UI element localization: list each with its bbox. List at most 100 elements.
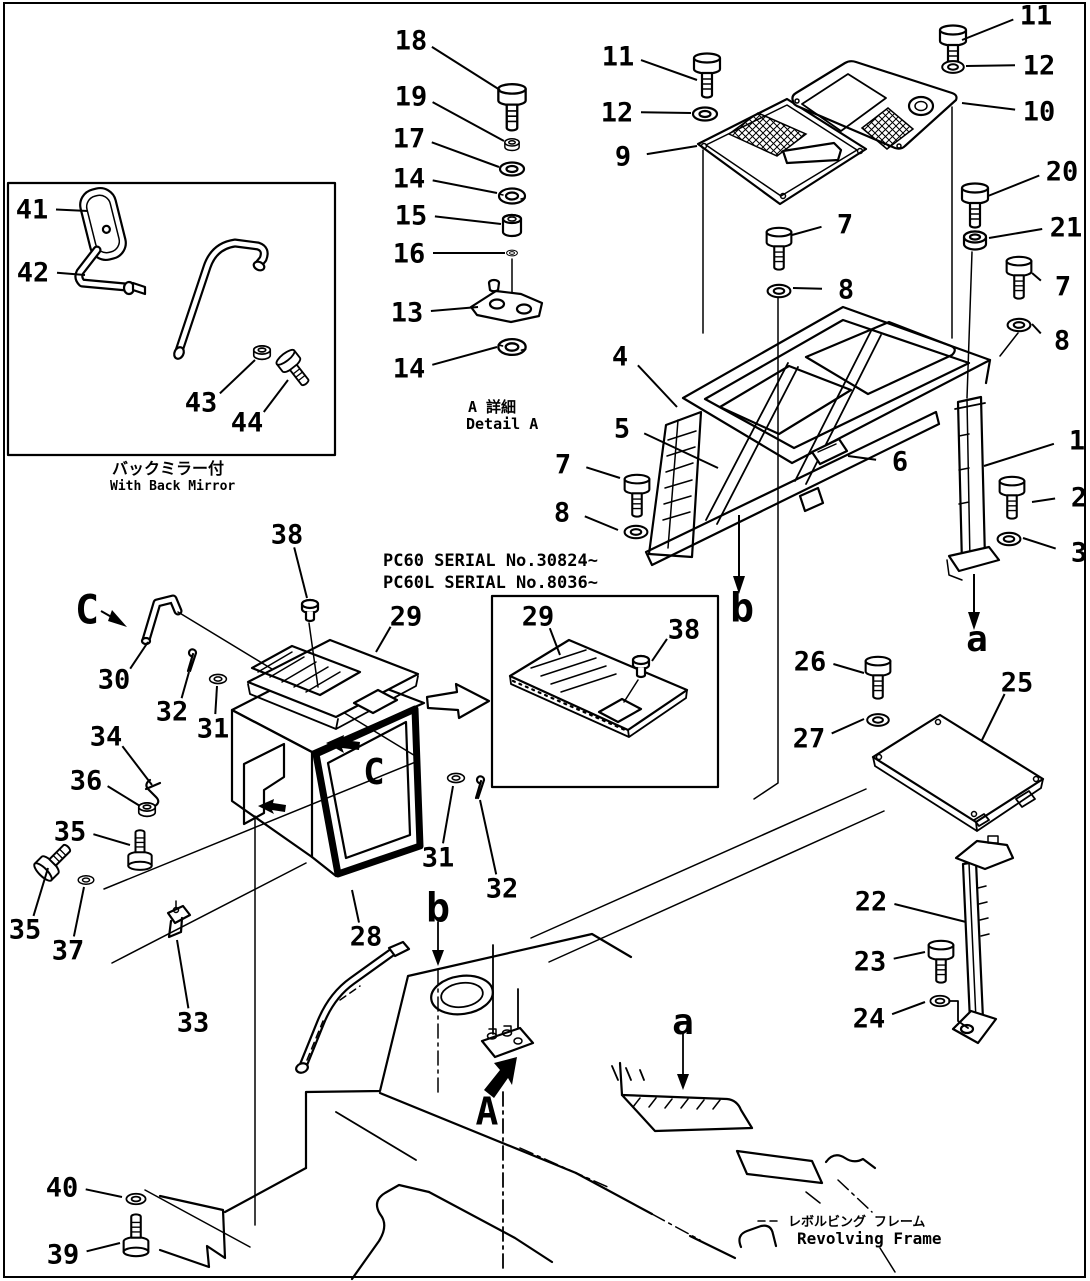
- leader-line: [263, 379, 289, 413]
- bolt-part-18: [497, 83, 527, 132]
- bolt-part-7l: [623, 473, 651, 518]
- leader-line: [643, 432, 719, 469]
- leader-line: [651, 638, 668, 662]
- arrow-b-lower: [432, 921, 444, 1095]
- leader-line: [983, 442, 1055, 467]
- leader-line: [891, 1001, 926, 1016]
- part-callout-14: 14: [393, 164, 426, 195]
- part-callout-28: 28: [350, 922, 383, 953]
- bolt-part-20: [960, 182, 990, 229]
- bracket-part-6: [810, 437, 849, 466]
- mirror-arm-part-42: [74, 245, 147, 296]
- washer-part-3: [996, 531, 1022, 547]
- part-callout-5: 5: [614, 414, 630, 445]
- leader-line: [948, 1000, 969, 1029]
- leader-line: [56, 271, 86, 276]
- cover-part-29: [246, 638, 420, 730]
- leader-line: [981, 693, 1006, 741]
- part-callout-34: 34: [90, 722, 123, 753]
- frame-step: [158, 1194, 227, 1269]
- part-callout-6: 6: [892, 447, 908, 478]
- leader-line: [833, 663, 865, 674]
- leader-line: [93, 833, 131, 846]
- grab-handle: [173, 238, 269, 360]
- leader-line: [431, 141, 500, 168]
- leader-line: [999, 332, 1019, 357]
- mirror-caption-jp: バックミラー付: [112, 459, 224, 478]
- alignment-line: [530, 788, 885, 963]
- leader-line: [640, 111, 692, 114]
- washer-part-27: [866, 713, 890, 727]
- leader-line: [55, 208, 89, 212]
- leader-line: [375, 626, 392, 653]
- leader-line: [129, 641, 149, 670]
- part-callout-8: 8: [1054, 326, 1070, 357]
- top-cover-panels: [691, 24, 1033, 399]
- frame-struts: [705, 330, 882, 525]
- leader-line: [85, 1188, 123, 1198]
- part-callout-11: 11: [602, 42, 635, 73]
- leader-line: [180, 671, 190, 699]
- cover-panel-part-10: [791, 60, 958, 150]
- part-callout-35: 35: [9, 915, 42, 946]
- leader-line: [548, 627, 561, 656]
- washer-part-12b: [941, 60, 965, 74]
- bolt-part-7t: [765, 226, 793, 271]
- arrow-a-lower: [677, 1033, 689, 1090]
- rod-part-30: [140, 594, 183, 646]
- cab-floor-frame: [623, 226, 1026, 800]
- alignment-line: [103, 760, 419, 964]
- clamp-part-33: [166, 900, 192, 939]
- part-callout-40: 40: [46, 1173, 79, 1204]
- alignment-line: [966, 251, 973, 399]
- frame-hook-cutout: [738, 1224, 778, 1249]
- detail-inset-box: [490, 594, 720, 789]
- part-callout-8: 8: [554, 498, 570, 529]
- part-callout-15: 15: [395, 201, 428, 232]
- frame-tab: [798, 486, 825, 513]
- mirror-inset-box: [6, 181, 337, 457]
- washer-part-31b: [446, 772, 466, 784]
- part-callout-20: 20: [1046, 157, 1079, 188]
- part-callout-3: 3: [1071, 538, 1087, 569]
- arrow-c-inner-icon: [326, 735, 360, 753]
- collar-part-15: [501, 213, 523, 238]
- arrow-c-icon: [100, 610, 127, 627]
- leader-line: [893, 951, 926, 960]
- part-callout-32: 32: [156, 697, 189, 728]
- bolt-part-44: [273, 346, 316, 392]
- leader-line: [293, 547, 308, 599]
- part-callout-7: 7: [1055, 272, 1071, 303]
- leader-line: [1031, 497, 1056, 503]
- pin-part-32: [186, 648, 198, 673]
- washer-part-37: [77, 875, 95, 885]
- part-callout-44: 44: [231, 408, 264, 439]
- washer-part-8t: [766, 283, 792, 299]
- part-callout-17: 17: [393, 124, 426, 155]
- inset-cover-part-29: [508, 638, 689, 738]
- washer-part-40: [125, 1192, 147, 1206]
- leader-line: [479, 799, 498, 875]
- frame-cutout: [735, 1149, 824, 1185]
- alignment-line: [753, 297, 779, 800]
- bolt-part-7r: [1005, 255, 1033, 300]
- leader-line: [432, 179, 498, 194]
- leader-line: [894, 903, 967, 923]
- cover-panel-part-9: [696, 97, 868, 206]
- washer-part-17: [498, 161, 526, 177]
- leader-line: [1022, 537, 1057, 550]
- part-callout-7: 7: [555, 450, 571, 481]
- washer-part-8r: [1006, 317, 1032, 333]
- cover-plate-25: [530, 655, 1045, 963]
- part-callout-42: 42: [17, 258, 50, 289]
- part-callout-29: 29: [390, 602, 423, 633]
- leader-line: [308, 622, 319, 688]
- leader-line: [442, 785, 454, 844]
- part-callout-13: 13: [391, 298, 424, 329]
- alignment-line: [144, 1189, 251, 1248]
- leader-line: [623, 679, 639, 703]
- part-callout-1: 1: [1069, 426, 1085, 457]
- serial-note-line2: PC60L SERIAL No.8036~: [383, 573, 598, 593]
